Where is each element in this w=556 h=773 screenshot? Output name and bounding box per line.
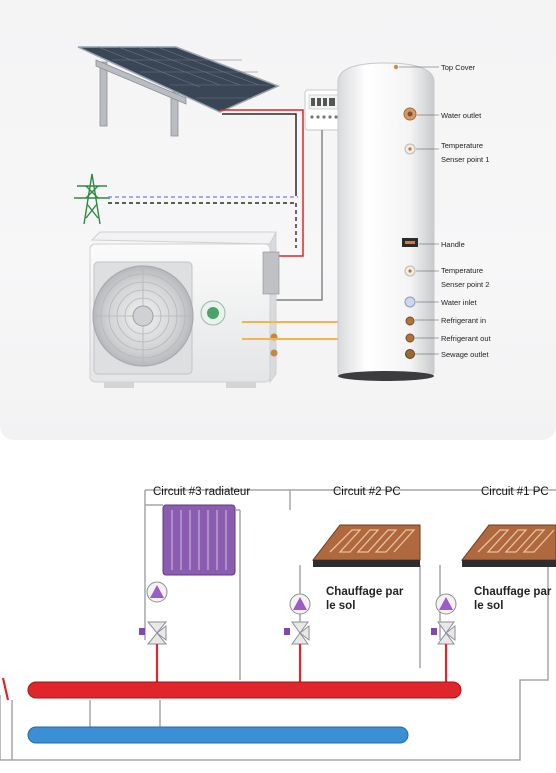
return-pipes (0, 489, 556, 761)
pump-circuit-1 (435, 593, 457, 615)
heat-pump-illustration (74, 46, 439, 388)
label-leader-lines (399, 66, 439, 355)
floor-heating-line-1: Chauffage par (326, 586, 404, 598)
label-handle: Handle (441, 240, 465, 249)
label-top-cover: Top Cover (441, 63, 476, 72)
floor-heating-label-circuit-2: Chauffage par le sol (326, 585, 403, 613)
controller-display (276, 89, 343, 301)
circuit-1-label: Circuit #1 PC (481, 486, 549, 498)
mixing-valve-circuit-3 (139, 621, 168, 645)
floor-heating-line-2: le sol (326, 600, 356, 612)
cold-return-header (27, 726, 409, 744)
floor-heating-panel-1 (460, 524, 556, 567)
mixing-valve-circuit-1 (431, 621, 456, 645)
label-water-outlet: Water outlet (441, 111, 482, 120)
floor-heating-label-circuit-1: Chauffage par le sol (474, 585, 551, 613)
solar-cables (220, 109, 304, 257)
label-senser-point-1: Senser point 1 (441, 155, 490, 164)
pump-circuit-3 (146, 581, 168, 603)
solar-panel (77, 46, 280, 137)
grid-connection-lines (108, 196, 298, 248)
label-temperature-point-2: Temperature (441, 266, 484, 275)
hot-supply-header (27, 681, 462, 699)
label-refrigerant-in: Refrigerant in (441, 316, 487, 325)
radiator (145, 504, 240, 576)
label-water-inlet: Water inlet (441, 298, 477, 307)
label-sewage-outlet: Sewage outlet (441, 350, 489, 359)
floor-heating-line-2: le sol (474, 600, 504, 612)
mixing-valve-circuit-2 (284, 621, 310, 645)
pump-circuit-2 (289, 593, 311, 615)
outdoor-heat-pump-unit (89, 231, 280, 388)
floor-heating-panel-2 (311, 524, 421, 567)
hot-supply-branches (1, 644, 448, 701)
label-refrigerant-out: Refrigerant out (441, 334, 491, 343)
label-temperature-point-1: Temperature (441, 141, 484, 150)
water-tank (337, 62, 435, 381)
floor-heating-line-1: Chauffage par (474, 586, 552, 598)
circuit-3-label: Circuit #3 radiateur (153, 486, 251, 498)
label-senser-point-2: Senser point 2 (441, 280, 490, 289)
power-pylon (74, 173, 110, 225)
circuit-2-label: Circuit #2 PC (333, 486, 401, 498)
heating-circuits-panel (0, 448, 556, 773)
